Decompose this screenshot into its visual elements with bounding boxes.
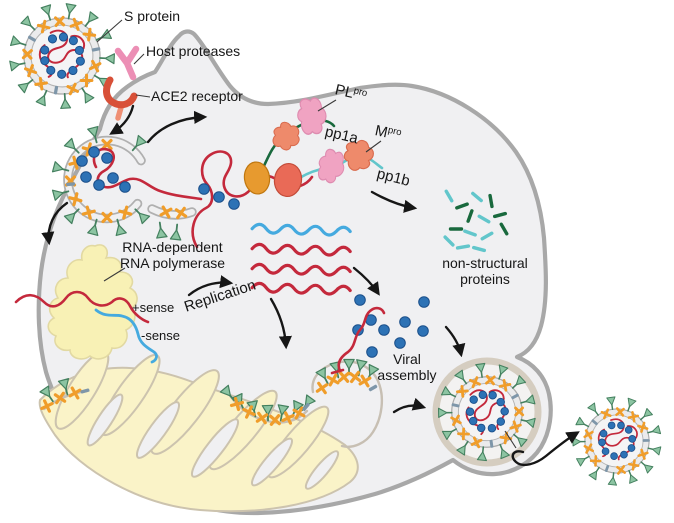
budding-vesicle (311, 358, 384, 448)
minus-sense-rna (94, 308, 158, 364)
ace2-receptor-shape (103, 76, 138, 109)
label-plus-sense: +sense (132, 300, 175, 315)
assembly-rna (330, 306, 386, 375)
er-membrane-spike-row-left (39, 377, 90, 413)
label-minus-sense: -sense (141, 328, 181, 343)
ribosome-small-subunit (243, 161, 271, 195)
ergic-membrane-spike-row (219, 384, 317, 426)
virion-released (561, 385, 674, 498)
label-s-protein: S protein (124, 8, 181, 24)
plus-sense-rna (14, 290, 150, 324)
virion-entering (1, 0, 122, 116)
flow-arrows (41, 104, 580, 467)
uncoating-virion (51, 125, 151, 237)
endoplasmic-reticulum (38, 350, 359, 513)
released-genome-rna (92, 147, 203, 201)
leader-lines (96, 19, 517, 449)
host-protease-shape (114, 45, 140, 81)
replicated-rna-stack (250, 222, 352, 296)
ribosome-large-subunit (273, 162, 303, 198)
broken-envelope-fragment (147, 204, 197, 241)
label-host-proteases: Host proteases (146, 43, 241, 59)
label-ace2-receptor: ACE2 receptor (151, 88, 243, 104)
